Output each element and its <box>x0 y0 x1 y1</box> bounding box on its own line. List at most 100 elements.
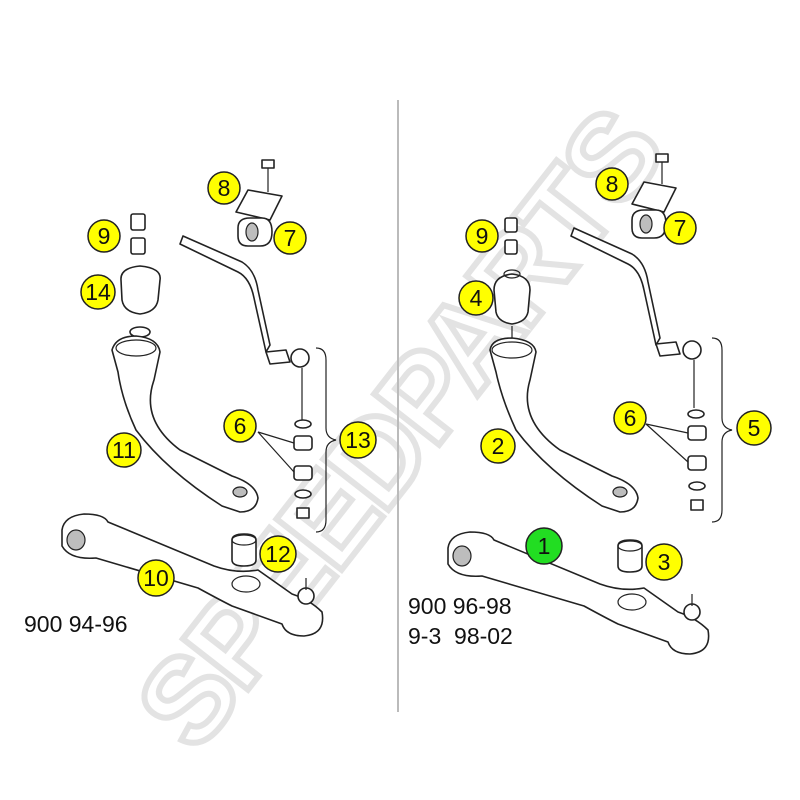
callout-circle <box>480 428 516 464</box>
left-clamp-bracket <box>235 189 283 221</box>
callout-number: 8 <box>606 171 619 197</box>
right-arm-socket <box>491 341 533 359</box>
callout-number: 12 <box>265 541 291 567</box>
right-callout-4: 4 <box>458 280 494 316</box>
callout-number: 13 <box>345 427 371 453</box>
left-callout-10: 10 <box>137 559 175 597</box>
left-rubber-mount <box>120 265 161 315</box>
left-assembly: 8 9 7 14 6 13 11 12 <box>24 159 377 637</box>
callout-circle <box>339 421 377 459</box>
right-lower-bushing-eye <box>452 545 472 567</box>
left-stabilizer-bar <box>179 235 271 353</box>
right-rubber-mount <box>493 273 531 325</box>
left-link-bracket <box>265 349 291 365</box>
callout-circle <box>458 280 494 316</box>
callout-number: 9 <box>476 223 489 249</box>
right-link-washer-1 <box>687 409 705 419</box>
left-callout-11: 11 <box>106 432 142 468</box>
callout-number: 5 <box>748 415 761 441</box>
right-clamp-bolt-head <box>655 153 669 163</box>
callout-circle <box>223 409 257 443</box>
right-arm-eye <box>612 486 628 498</box>
right-assembly: 8 9 7 4 6 5 2 1 <box>408 153 772 655</box>
right-lower-mount-ring <box>617 593 647 611</box>
right-small-bushing-top <box>504 217 518 233</box>
callout-circle <box>595 167 629 201</box>
left-link-ball <box>290 348 310 368</box>
right-link-group-bracket <box>711 337 733 523</box>
right-link-ball <box>682 340 702 360</box>
right-callout-3: 3 <box>645 543 683 581</box>
callout-circle <box>465 219 499 253</box>
right-callout-8: 8 <box>595 167 629 201</box>
callout-number: 9 <box>98 223 111 249</box>
callout-circle-highlighted <box>525 527 563 565</box>
left-upper-control-arm <box>111 335 259 513</box>
callout-circle <box>613 401 647 435</box>
left-callout-14: 14 <box>80 274 116 310</box>
left-arm-eye <box>232 486 248 498</box>
right-lower-bushing-top <box>617 540 643 552</box>
left-link-group-bracket <box>315 347 337 533</box>
left-link-washer-1 <box>294 419 312 429</box>
callout-number: 7 <box>284 225 297 251</box>
left-callout-8: 8 <box>207 171 241 205</box>
callout-circle <box>207 171 241 205</box>
right-callout-2: 2 <box>480 428 516 464</box>
right-arrow-6a <box>645 423 689 434</box>
right-link-bushing-2 <box>687 455 707 471</box>
callout-circle <box>80 274 116 310</box>
right-variant-label-2: 9-3 98-02 <box>408 623 513 649</box>
callout-number: 2 <box>492 433 505 459</box>
right-callout-7: 7 <box>663 211 697 245</box>
left-arrow-6a <box>257 431 295 444</box>
right-upper-control-arm <box>489 337 639 513</box>
left-small-bushing-bottom <box>130 237 146 255</box>
callout-number: 8 <box>218 175 231 201</box>
left-callout-6: 6 <box>223 409 257 443</box>
left-arm-socket <box>115 339 157 357</box>
left-variant-label: 900 94-96 <box>24 611 128 637</box>
left-ball-joint <box>297 587 315 605</box>
left-small-bushing-top <box>130 213 146 231</box>
left-link-bushing-1 <box>293 435 313 451</box>
right-small-bushing-bottom <box>504 239 518 255</box>
callout-number: 4 <box>470 285 483 311</box>
left-callout-13: 13 <box>339 421 377 459</box>
right-link-nut <box>690 499 704 511</box>
callout-circle <box>87 219 121 253</box>
callout-number: 11 <box>112 437 136 463</box>
callout-circle <box>259 535 297 573</box>
right-callout-1: 1 <box>525 527 563 565</box>
callout-number: 1 <box>538 533 551 559</box>
left-link-washer-2 <box>294 489 312 499</box>
left-callout-7: 7 <box>273 221 307 255</box>
left-bushing-hole <box>245 222 259 242</box>
right-callout-6: 6 <box>613 401 647 435</box>
right-arrow-6b <box>645 423 689 463</box>
left-lower-bushing <box>231 533 257 567</box>
callout-circle <box>663 211 697 245</box>
left-lower-control-arm <box>61 513 324 637</box>
left-lower-mount-ring <box>231 575 261 593</box>
left-callout-9: 9 <box>87 219 121 253</box>
callout-number: 14 <box>85 279 111 305</box>
left-arrow-6b <box>257 431 295 473</box>
callout-circle <box>645 543 683 581</box>
right-lower-control-arm <box>447 531 710 655</box>
right-bushing-hole <box>639 214 653 234</box>
left-link-bushing-2 <box>293 465 313 481</box>
callout-number: 10 <box>143 565 169 591</box>
callout-number: 6 <box>624 405 637 431</box>
callout-circle <box>736 410 772 446</box>
right-mount-top <box>503 269 521 279</box>
right-callout-9: 9 <box>465 219 499 253</box>
right-link-washer-2 <box>688 481 706 491</box>
callout-number: 3 <box>658 549 671 575</box>
left-lower-bushing-eye <box>66 529 86 551</box>
right-link-bushing-1 <box>687 425 707 441</box>
callout-circle <box>137 559 175 597</box>
left-clamp-bolt-head <box>261 159 275 169</box>
right-callout-5: 5 <box>736 410 772 446</box>
